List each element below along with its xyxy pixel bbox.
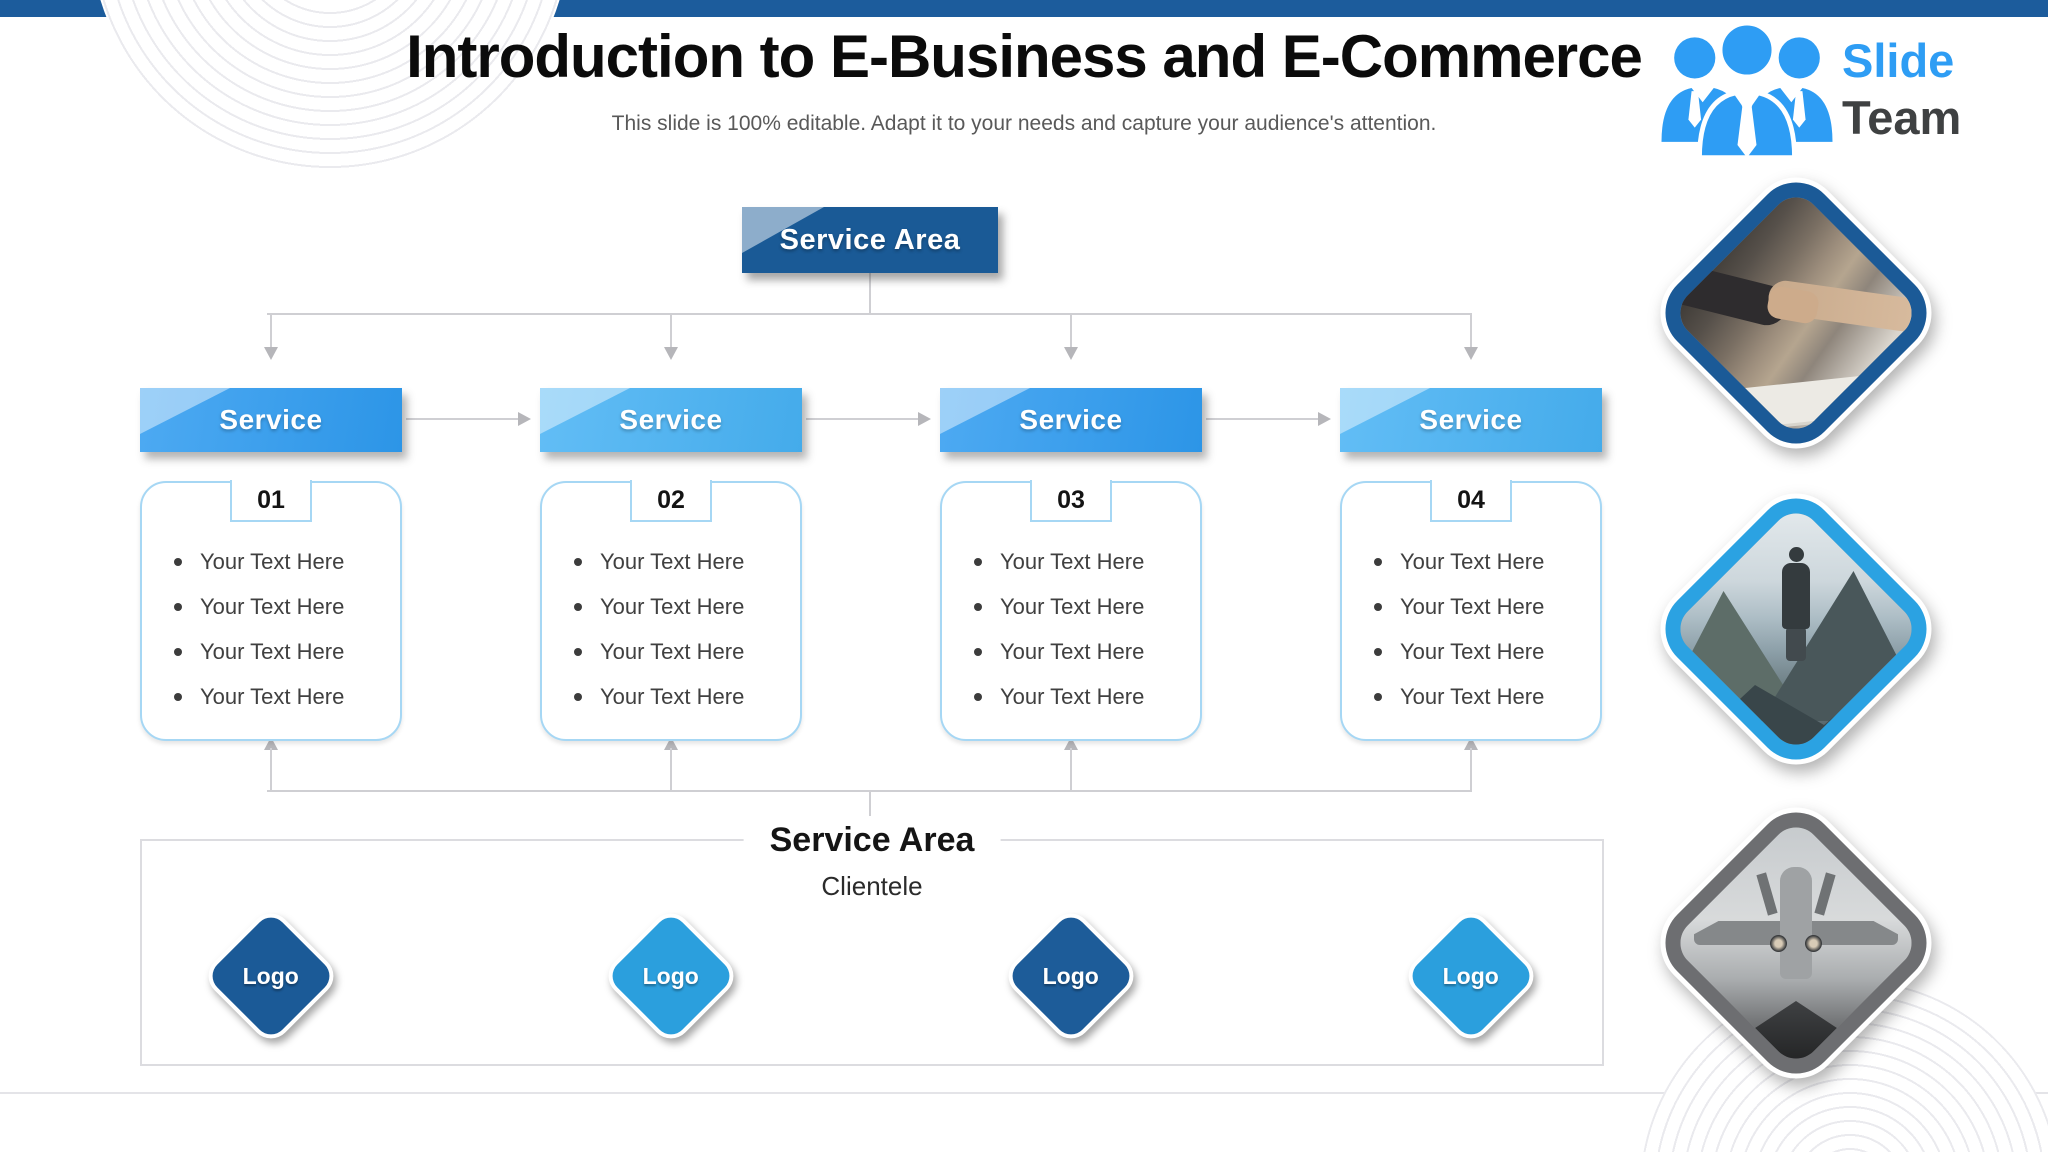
- logo-label: Logo: [642, 962, 700, 989]
- bullet-list: Your Text Here Your Text Here Your Text …: [174, 539, 392, 719]
- logo-diamond-3: Logo: [1005, 910, 1137, 1042]
- connector-stem-bottom: [869, 790, 871, 823]
- brand-wordmark: Slide Team: [1842, 14, 1961, 164]
- arrow-right-icon: [1318, 412, 1331, 426]
- photo-frame: [1648, 481, 1944, 777]
- logo-diamond-1: Logo: [205, 910, 337, 1042]
- service-banner-label: Service: [219, 404, 323, 435]
- slideteam-logo: Slide Team: [1652, 14, 2032, 164]
- clientele-box: Service Area Clientele: [140, 816, 1604, 1066]
- service-column-2: Service 02 Your Text Here Your Text Here…: [540, 388, 802, 741]
- service-banner-label: Service: [1419, 404, 1523, 435]
- bullet-item: Your Text Here: [174, 539, 392, 584]
- logo-shape: Logo: [205, 910, 337, 1042]
- bottom-divider-line: [0, 1092, 2048, 1094]
- bullet-item: Your Text Here: [1374, 674, 1592, 719]
- connector-riser-3: [1070, 748, 1072, 790]
- hiker-photo-diamond: [1648, 481, 1944, 777]
- card-number-badge: 02: [630, 480, 712, 522]
- bullet-item: Your Text Here: [974, 584, 1192, 629]
- service-banner-label: Service: [1019, 404, 1123, 435]
- logo-shape: Logo: [605, 910, 737, 1042]
- connector-stem-top: [869, 273, 871, 313]
- photo-frame: [1648, 165, 1944, 461]
- arrow-down-icon: [1064, 347, 1078, 360]
- bullet-item: Your Text Here: [174, 584, 392, 629]
- service-card-3: 03 Your Text Here Your Text Here Your Te…: [940, 480, 1202, 741]
- arrow-down-icon: [1464, 347, 1478, 360]
- arrow-down-icon: [264, 347, 278, 360]
- logo-label: Logo: [1042, 962, 1100, 989]
- arrow-down-icon: [664, 347, 678, 360]
- bullet-item: Your Text Here: [1374, 539, 1592, 584]
- bullet-item: Your Text Here: [574, 629, 792, 674]
- service-column-4: Service 04 Your Text Here Your Text Here…: [1340, 388, 1602, 741]
- logo-label: Logo: [242, 962, 300, 989]
- brand-line1: Slide: [1842, 33, 1955, 87]
- connector-drop-3: [1070, 315, 1072, 347]
- bullet-item: Your Text Here: [974, 674, 1192, 719]
- connector-service-2-3: [806, 418, 918, 420]
- handshake-photo: [1661, 193, 1922, 433]
- bullet-list: Your Text Here Your Text Here Your Text …: [1374, 539, 1592, 719]
- service-column-3: Service 03 Your Text Here Your Text Here…: [940, 388, 1202, 741]
- root-banner-label: Service Area: [779, 223, 961, 256]
- bullet-item: Your Text Here: [574, 539, 792, 584]
- people-icon: [1661, 20, 1833, 161]
- connector-drop-1: [270, 315, 272, 347]
- arrow-right-icon: [518, 412, 531, 426]
- connector-riser-4: [1470, 748, 1472, 790]
- service-banner-3: Service: [940, 388, 1202, 452]
- connector-drop-4: [1470, 315, 1472, 347]
- bullet-item: Your Text Here: [1374, 629, 1592, 674]
- bullet-list: Your Text Here Your Text Here Your Text …: [574, 539, 792, 719]
- card-number-badge: 04: [1430, 480, 1512, 522]
- connector-distributor-top: [267, 313, 1472, 315]
- logo-shape: Logo: [1005, 910, 1137, 1042]
- bullet-item: Your Text Here: [574, 584, 792, 629]
- arrow-right-icon: [918, 412, 931, 426]
- bullet-item: Your Text Here: [974, 539, 1192, 584]
- connector-riser-2: [670, 748, 672, 790]
- service-card-1: 01 Your Text Here Your Text Here Your Te…: [140, 480, 402, 741]
- logo-diamond-2: Logo: [605, 910, 737, 1042]
- logo-label: Logo: [1442, 962, 1500, 989]
- connector-service-3-4: [1206, 418, 1318, 420]
- jet-photo-diamond: [1648, 795, 1944, 1091]
- footer-subtitle: Clientele: [821, 871, 923, 901]
- bullet-item: Your Text Here: [574, 674, 792, 719]
- connector-service-1-2: [406, 418, 518, 420]
- page-title: Introduction to E-Business and E-Commerc…: [406, 23, 1643, 90]
- service-card-2: 02 Your Text Here Your Text Here Your Te…: [540, 480, 802, 741]
- service-area-root-banner: Service Area: [742, 207, 998, 273]
- connector-riser-1: [270, 748, 272, 790]
- logo-diamond-4: Logo: [1405, 910, 1537, 1042]
- bullet-item: Your Text Here: [174, 674, 392, 719]
- service-banner-2: Service: [540, 388, 802, 452]
- connector-drop-2: [670, 315, 672, 347]
- bullet-item: Your Text Here: [1374, 584, 1592, 629]
- bullet-list: Your Text Here Your Text Here Your Text …: [974, 539, 1192, 719]
- bullet-item: Your Text Here: [974, 629, 1192, 674]
- page-subtitle: This slide is 100% editable. Adapt it to…: [611, 112, 1437, 135]
- brand-line2: Team: [1842, 91, 1962, 144]
- card-number-badge: 03: [1030, 480, 1112, 522]
- hiker-photo: [1676, 509, 1916, 749]
- service-banner-4: Service: [1340, 388, 1602, 452]
- bullet-item: Your Text Here: [174, 629, 392, 674]
- card-number-badge: 01: [230, 480, 312, 522]
- service-card-4: 04 Your Text Here Your Text Here Your Te…: [1340, 480, 1602, 741]
- logo-shape: Logo: [1405, 910, 1537, 1042]
- service-column-1: Service 01 Your Text Here Your Text Here…: [140, 388, 402, 741]
- footer-title: Service Area: [743, 816, 1001, 864]
- service-banner-1: Service: [140, 388, 402, 452]
- handshake-photo-diamond: [1648, 165, 1944, 461]
- service-banner-label: Service: [619, 404, 723, 435]
